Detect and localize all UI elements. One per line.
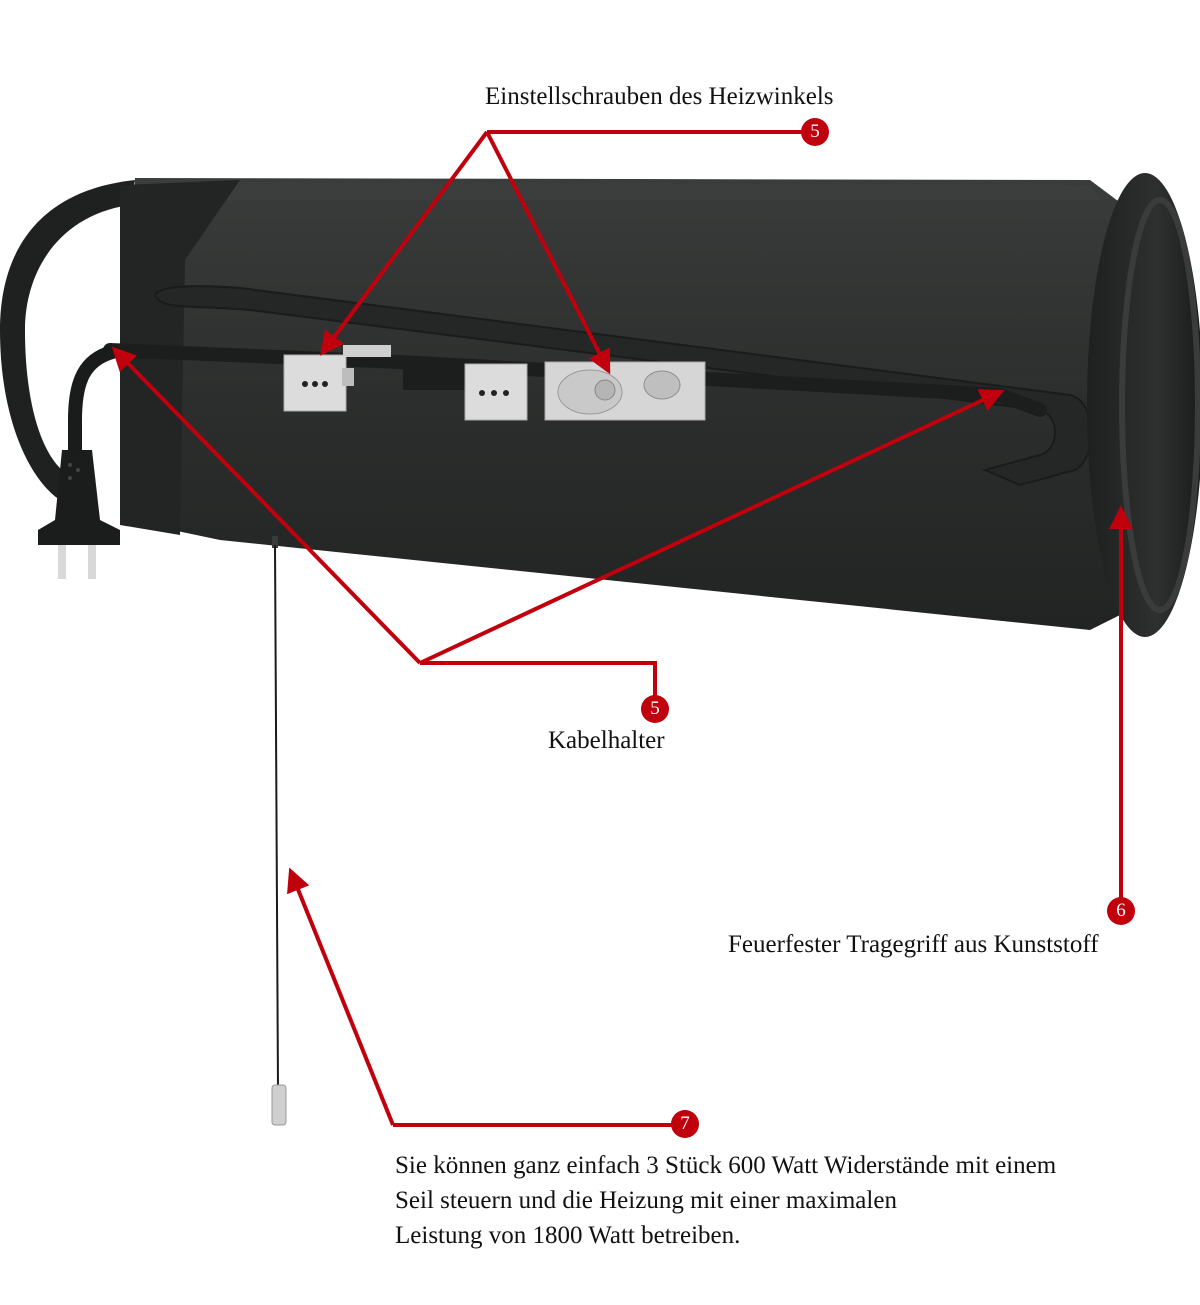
pull-cord-description-line: Sie können ganz einfach 3 Stück 600 Watt… bbox=[395, 1152, 1057, 1179]
leader-cable-holder bbox=[111, 346, 1005, 705]
bracket-left bbox=[283, 345, 391, 412]
label-cable-holder: Kabelhalter bbox=[548, 727, 665, 754]
pull-cord-description: Sie können ganz einfach 3 Stück 600 Watt… bbox=[395, 1148, 1185, 1253]
pull-cord-description-line: Leistung von 1800 Watt betreiben. bbox=[395, 1222, 741, 1249]
badge-pull-cord: 7 bbox=[671, 1110, 699, 1138]
label-angle-screws: Einstellschrauben des Heizwinkels bbox=[485, 83, 834, 110]
leader-angle-screws bbox=[320, 130, 815, 375]
wing-nut-icon bbox=[557, 369, 681, 415]
leader-pull-cord bbox=[287, 867, 685, 1127]
label-handle: Feuerfester Tragegriff aus Kunststoff bbox=[728, 931, 1099, 958]
housing-top-face bbox=[135, 178, 1100, 250]
end-cap-rim bbox=[1119, 197, 1200, 613]
badge-cable-holder: 5 bbox=[641, 695, 669, 723]
bracket-plate bbox=[403, 360, 465, 390]
badge-angle-screws: 5 bbox=[801, 118, 829, 146]
cable-loop bbox=[0, 180, 135, 500]
power-cable bbox=[68, 345, 119, 462]
pull-cord-icon bbox=[271, 536, 287, 1126]
power-plug-icon bbox=[38, 450, 120, 579]
badge-handle: 6 bbox=[1107, 897, 1135, 925]
pull-cord-description-line: Seil steuern und die Heizung mit einer m… bbox=[395, 1187, 897, 1214]
